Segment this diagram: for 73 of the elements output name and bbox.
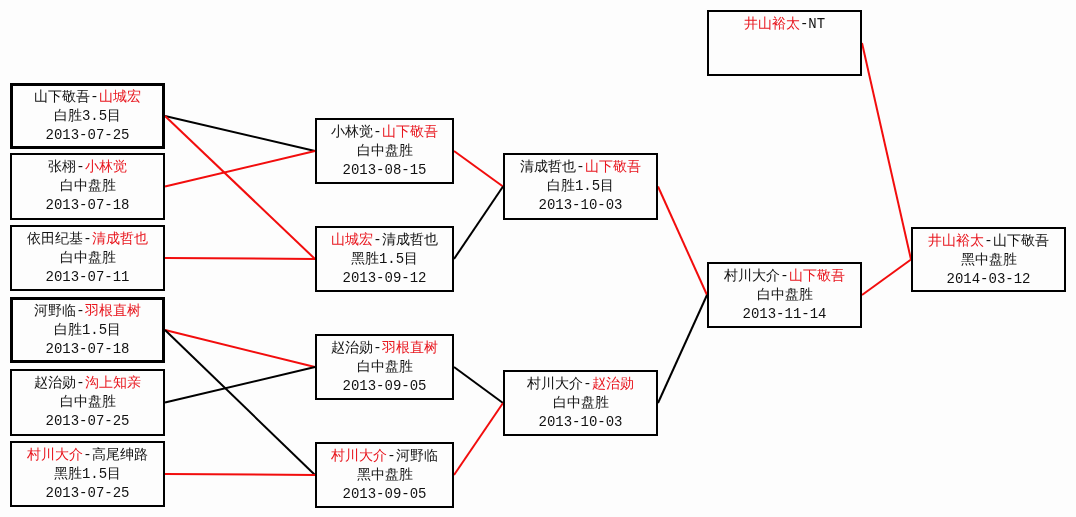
- match-box: [503, 153, 658, 220]
- players-text: 小林觉-山下敬吾: [331, 123, 438, 142]
- match-box: [10, 83, 165, 149]
- result-text: 白中盘胜: [59, 393, 116, 412]
- players-text: 山下敬吾-山城宏: [34, 88, 141, 107]
- date-text: 2013-09-05: [342, 485, 427, 504]
- result-text: 白中盘胜: [756, 286, 813, 305]
- players-text: 依田纪基-清成哲也: [27, 230, 148, 249]
- match-box: [315, 442, 454, 508]
- players-text: 河野临-羽根直树: [34, 302, 141, 321]
- date-text: 2014-03-12: [946, 270, 1031, 289]
- bracket-line: [453, 150, 504, 188]
- result-text: 白中盘胜: [356, 142, 413, 161]
- bracket-line: [164, 257, 316, 260]
- bracket-line: [657, 185, 708, 296]
- result-text: 白中盘胜: [59, 177, 116, 196]
- players-text: 山城宏-清成哲也: [331, 231, 438, 250]
- players-text: 赵治勋-沟上知亲: [34, 374, 141, 393]
- result-text: 白中盘胜: [356, 358, 413, 377]
- bracket-line: [164, 115, 316, 260]
- date-text: 2013-10-03: [538, 413, 623, 432]
- result-text: 黑胜1.5目: [350, 250, 419, 269]
- players-text: 村川大介-河野临: [331, 447, 438, 466]
- result-text: 黑胜1.5目: [53, 465, 122, 484]
- date-text: 2013-07-25: [45, 126, 130, 145]
- date-text: 2013-07-18: [45, 340, 130, 359]
- bracket-line: [164, 473, 316, 476]
- players-text: 井山裕太-山下敬吾: [928, 232, 1049, 251]
- players-text: 村川大介-山下敬吾: [724, 267, 845, 286]
- result-text: 黑中盘胜: [960, 251, 1017, 270]
- date-text: 2013-09-05: [342, 377, 427, 396]
- date-text: 2013-07-25: [45, 484, 130, 503]
- date-text: 2013-07-11: [45, 268, 130, 287]
- result-text: 白胜1.5目: [546, 177, 615, 196]
- date-text: 2013-07-25: [45, 412, 130, 431]
- bracket-line: [164, 329, 316, 476]
- bracket-line: [861, 258, 912, 296]
- bracket-line: [164, 329, 316, 368]
- players-text: 清成哲也-山下敬吾: [520, 158, 641, 177]
- result-text: 白胜3.5目: [53, 107, 122, 126]
- date-text: 2013-07-18: [45, 196, 130, 215]
- bracket-line: [164, 150, 316, 188]
- players-text: 赵治勋-羽根直树: [331, 339, 438, 358]
- match-box: [315, 226, 454, 292]
- match-box: [707, 262, 862, 328]
- players-text: 张栩-小林觉: [48, 158, 127, 177]
- match-box: [503, 370, 658, 436]
- players-text: 村川大介-赵治勋: [527, 375, 634, 394]
- result-text: 白胜1.5目: [53, 321, 122, 340]
- date-text: 2013-11-14: [742, 305, 827, 324]
- players-text: 井山裕太-NT: [743, 15, 826, 34]
- match-box: [10, 369, 165, 436]
- match-box: [707, 10, 862, 76]
- bracket-line: [453, 366, 504, 404]
- bracket-line: [657, 294, 708, 404]
- bracket-line: [164, 366, 316, 404]
- bracket-line: [453, 185, 504, 260]
- match-box: [10, 441, 165, 507]
- result-text: 白中盘胜: [552, 394, 609, 413]
- result-text: 白中盘胜: [59, 249, 116, 268]
- match-box: [10, 153, 165, 220]
- players-text: 村川大介-高尾绅路: [27, 446, 148, 465]
- date-text: 2013-10-03: [538, 196, 623, 215]
- bracket-line: [164, 115, 316, 152]
- date-text: 2013-08-15: [342, 161, 427, 180]
- match-box: [911, 227, 1066, 292]
- match-box: [10, 225, 165, 291]
- date-text: 2013-09-12: [342, 269, 427, 288]
- match-box: [10, 297, 165, 363]
- match-box: [315, 118, 454, 184]
- bracket-line: [453, 402, 504, 476]
- result-text: 黑中盘胜: [356, 466, 413, 485]
- match-box: [315, 334, 454, 400]
